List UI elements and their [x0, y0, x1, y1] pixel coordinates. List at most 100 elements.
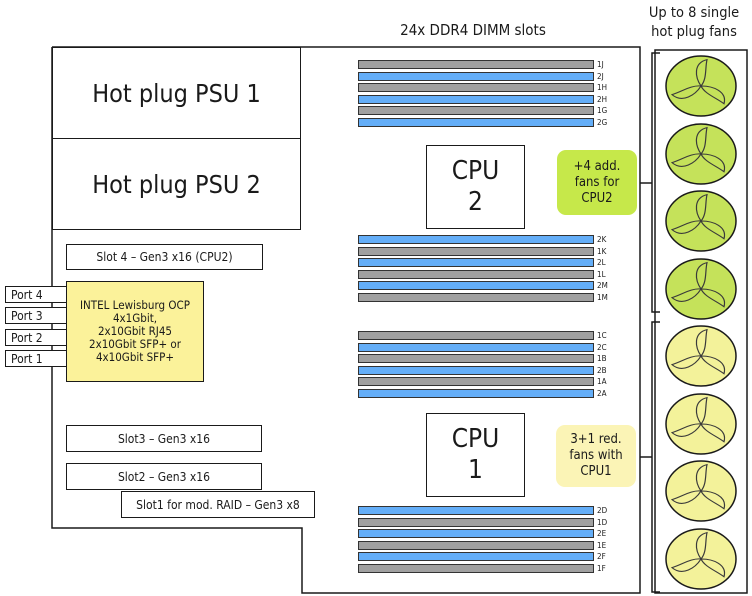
- dimm-slot-label: 2H: [597, 94, 607, 104]
- port-4: Port 4: [5, 286, 67, 303]
- fan-icon: [665, 55, 737, 117]
- dimm-slot-label: 1E: [597, 540, 607, 550]
- ocp-line-5: 4x10Gbit SFP+: [95, 350, 175, 364]
- dimm-slot-label: 2L: [597, 258, 606, 267]
- fan-icon: [665, 325, 737, 387]
- dimm-slots-title: 24x DDR4 DIMM slots: [400, 21, 546, 39]
- cpu2-fans-note-line2: fans for: [574, 174, 620, 190]
- dimm-slot-1h: [358, 83, 594, 92]
- cpu-1-number: 1: [468, 455, 483, 485]
- ocp-network-module: INTEL Lewisburg OCP 4x1Gbit, 2x10Gbit RJ…: [66, 281, 204, 382]
- dimm-slot-1b: [358, 354, 594, 363]
- dimm-slot-1f: [358, 563, 594, 573]
- port-2: Port 2: [5, 329, 67, 346]
- fan-icon: [665, 460, 737, 522]
- psu-2: Hot plug PSU 2: [52, 138, 301, 230]
- dimm-slot-label: 2D: [597, 506, 608, 515]
- pcie-slot-1-raid: Slot1 for mod. RAID – Gen3 x8: [121, 491, 315, 518]
- dimm-slot-label: 1K: [597, 246, 607, 256]
- dimm-slot-label: 2B: [597, 365, 607, 375]
- dimm-slot-2g: [358, 117, 594, 127]
- fan-icon: [665, 257, 737, 320]
- dimm-slot-label: 2E: [597, 529, 607, 538]
- dimm-slot-label: 2K: [597, 235, 607, 244]
- dimm-slot-1g: [358, 106, 594, 115]
- pcie-slot-3-label: Slot3 – Gen3 x16: [117, 431, 211, 446]
- dimm-slot-label: 1D: [597, 517, 608, 527]
- dimm-slot-1d: [358, 517, 594, 527]
- dimm-slot-2m: [358, 281, 594, 290]
- dimm-slot-2e: [358, 529, 594, 538]
- dimm-slot-label: 2F: [597, 552, 606, 561]
- dimm-slot-1e: [358, 540, 594, 550]
- cpu1-fans-note: 3+1 red. fans with CPU1: [556, 425, 636, 487]
- ocp-line-4: 2x10Gbit SFP+ or: [89, 337, 181, 351]
- cpu-1-label: CPU: [451, 424, 500, 454]
- dimm-slot-2l: [358, 258, 594, 267]
- port-3-label: Port 3: [11, 308, 43, 323]
- dimm-slot-label: 2M: [597, 281, 608, 290]
- fan-icon: [665, 122, 737, 185]
- cpu-1: CPU 1: [426, 413, 525, 497]
- dimm-slot-label: 2J: [597, 71, 604, 81]
- dimm-slot-label: 1A: [597, 377, 607, 386]
- fan-icon: [665, 527, 737, 590]
- dimm-slot-label: 2C: [597, 342, 607, 352]
- port-1-label: Port 1: [11, 351, 43, 366]
- dimm-slot-1c: [358, 331, 594, 340]
- pcie-slot-1-label: Slot1 for mod. RAID – Gen3 x8: [136, 497, 300, 512]
- cpu2-fans-note: +4 add. fans for CPU2: [557, 150, 637, 215]
- dimm-slot-label: 1J: [597, 60, 604, 69]
- cpu1-fans-note-line2: fans with: [569, 448, 623, 463]
- dimm-slot-label: 1L: [597, 269, 606, 279]
- port-3: Port 3: [5, 307, 67, 324]
- dimm-slot-label: 2A: [597, 388, 607, 398]
- psu-1-label: Hot plug PSU 1: [92, 78, 261, 108]
- psu-1: Hot plug PSU 1: [52, 47, 301, 139]
- dimm-slot-label: 1M: [597, 292, 608, 302]
- dimm-slot-label: 1H: [597, 83, 607, 92]
- dimm-slot-2d: [358, 506, 594, 515]
- dimm-slot-2h: [358, 94, 594, 104]
- dimm-slot-label: 1B: [597, 354, 607, 363]
- port-4-label: Port 4: [11, 287, 43, 302]
- fan-icon: [665, 392, 737, 455]
- dimm-slot-2c: [358, 342, 594, 352]
- pcie-slot-4: Slot 4 – Gen3 x16 (CPU2): [66, 244, 263, 270]
- ocp-line-1: INTEL Lewisburg OCP: [80, 298, 190, 312]
- cpu1-fans-note-line1: 3+1 red.: [570, 432, 622, 447]
- pcie-slot-3: Slot3 – Gen3 x16: [66, 425, 262, 452]
- ocp-line-2: 4x1Gbit,: [112, 311, 158, 325]
- cpu-2: CPU 2: [426, 145, 525, 229]
- dimm-slot-label: 1F: [597, 563, 606, 573]
- cpu2-fans-note-line1: +4 add.: [573, 158, 621, 174]
- cpu2-fans-note-line3: CPU2: [581, 190, 613, 206]
- cpu1-fans-note-line3: CPU1: [580, 464, 612, 479]
- dimm-slot-2f: [358, 552, 594, 561]
- dimm-slot-2a: [358, 388, 594, 398]
- cpu-2-label: CPU: [451, 156, 500, 186]
- dimm-slot-1m: [358, 292, 594, 302]
- dimm-slot-2b: [358, 365, 594, 375]
- cpu-2-number: 2: [468, 187, 483, 217]
- fan-column: [657, 52, 745, 592]
- dimm-slot-2j: [358, 71, 594, 81]
- dimm-slot-label: 2G: [597, 117, 608, 127]
- dimm-slot-label: 1G: [597, 106, 608, 115]
- port-2-label: Port 2: [11, 330, 43, 345]
- dimm-slot-label: 1C: [597, 331, 607, 340]
- fans-title-line1: Up to 8 single: [648, 5, 740, 21]
- dimm-slot-1j: [358, 60, 594, 69]
- pcie-slot-2: Slot2 – Gen3 x16: [66, 463, 262, 490]
- dimm-slot-1l: [358, 269, 594, 279]
- psu-2-label: Hot plug PSU 2: [92, 169, 261, 199]
- fan-icon: [665, 190, 737, 252]
- dimm-slot-1k: [358, 246, 594, 256]
- fans-title-line2: hot plug fans: [651, 24, 737, 40]
- dimm-slot-2k: [358, 235, 594, 244]
- pcie-slot-2-label: Slot2 – Gen3 x16: [117, 469, 211, 484]
- port-1: Port 1: [5, 350, 67, 367]
- pcie-slot-4-label: Slot 4 – Gen3 x16 (CPU2): [96, 250, 233, 264]
- ocp-line-3: 2x10Gbit RJ45: [97, 324, 173, 338]
